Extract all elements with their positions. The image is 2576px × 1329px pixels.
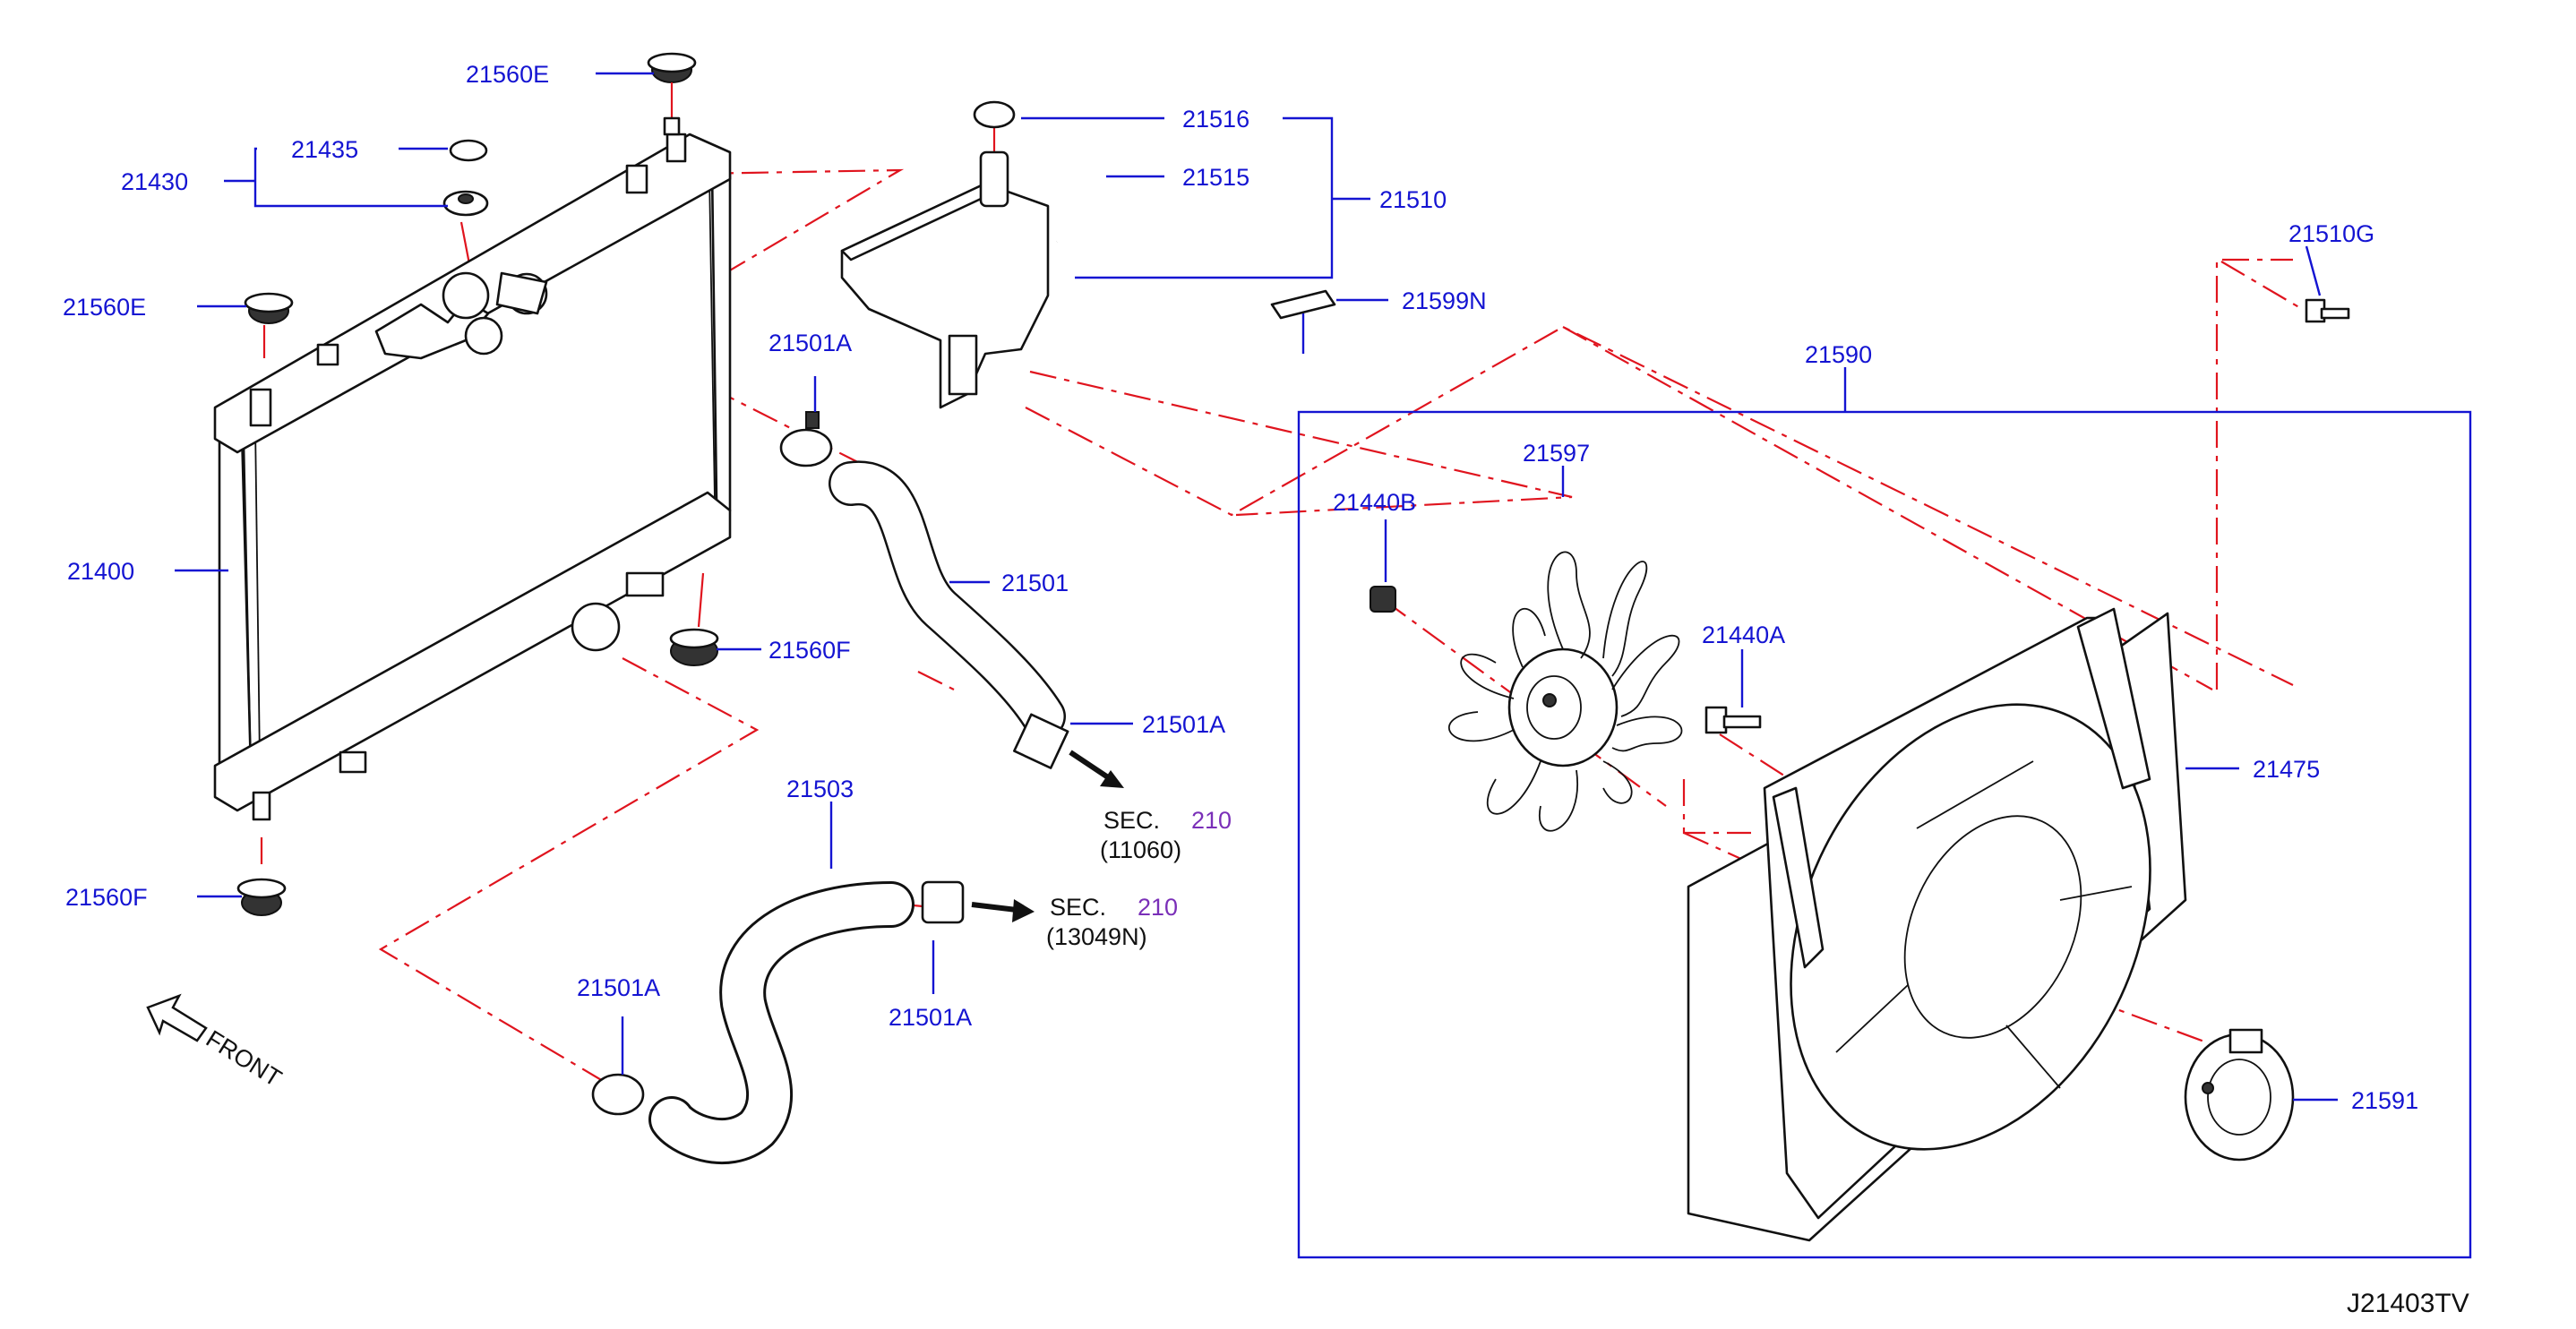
part-label-21560F-bottom: 21560F: [65, 884, 148, 911]
section-ref-prefix-1[interactable]: SEC.: [1103, 807, 1160, 834]
part-label-21597: 21597: [1523, 440, 1590, 467]
section-ref-number-2[interactable]: 210: [1138, 894, 1178, 921]
part-label-21560E-left: 21560E: [63, 294, 146, 321]
part-label-21501A-right: 21501A: [1142, 711, 1225, 738]
front-label: FRONT: [202, 1025, 287, 1093]
part-label-21560F-mid: 21560F: [769, 637, 851, 664]
upper-hose: [829, 460, 1066, 739]
mount-grommet-icon: [244, 292, 294, 324]
cooling-fan: [1448, 551, 1683, 832]
fan-shroud: [1687, 607, 2187, 1242]
part-label-21510: 21510: [1379, 186, 1447, 213]
mount-grommet-icon: [647, 52, 697, 136]
section-ref-code-1: (11060): [1100, 836, 1181, 863]
radiator: [213, 133, 732, 821]
arrow-icon: [1069, 750, 1124, 788]
section-ref-prefix-2[interactable]: SEC.: [1050, 894, 1106, 921]
part-label-21400: 21400: [67, 558, 134, 585]
part-label-21560E-top: 21560E: [466, 61, 549, 88]
part-label-21501A-top: 21501A: [769, 330, 852, 356]
clamp-icon: [779, 411, 833, 467]
part-label-21440A: 21440A: [1702, 622, 1785, 648]
part-label-21516: 21516: [1182, 106, 1249, 133]
part-label-21440B: 21440B: [1333, 489, 1416, 516]
label-plate: [1270, 289, 1336, 320]
part-label-21590: 21590: [1805, 341, 1872, 368]
part-label-21510G: 21510G: [2288, 220, 2374, 247]
clamp-icon: [921, 880, 965, 924]
reservoir-tank: [784, 35, 1102, 409]
mount-grommet-icon: [236, 878, 287, 916]
part-label-21515: 21515: [1182, 164, 1249, 191]
part-label-21501A-center: 21501A: [889, 1004, 972, 1031]
section-ref-code-2: (13049N): [1046, 923, 1147, 950]
part-label-21430: 21430: [121, 168, 188, 195]
radiator-cap: [442, 139, 489, 217]
bolt-icon: [1704, 706, 1762, 734]
bolt-icon: [2305, 298, 2350, 323]
section-ref-number-1[interactable]: 210: [1191, 807, 1232, 834]
fan-motor: [2184, 1028, 2295, 1162]
part-label-21501A-left: 21501A: [577, 974, 660, 1001]
nut-21440B: [1370, 586, 1396, 613]
part-label-21435: 21435: [291, 136, 358, 163]
front-arrow-icon: [146, 993, 208, 1042]
fan-assembly-box: [1297, 410, 2472, 1259]
part-label-21503: 21503: [786, 776, 854, 802]
part-label-21501: 21501: [1001, 570, 1069, 596]
mount-grommet-icon: [669, 628, 719, 666]
part-label-21475: 21475: [2253, 756, 2320, 783]
clamp-icon: [1013, 713, 1069, 769]
lower-hose: [648, 881, 914, 1165]
part-label-21599N: 21599N: [1402, 287, 1487, 314]
part-label-21591: 21591: [2351, 1087, 2418, 1114]
diagram-id: J21403TV: [2347, 1289, 2469, 1318]
arrow-icon: [971, 899, 1035, 922]
clamp-icon: [591, 1073, 645, 1116]
leader-lines: [175, 72, 2338, 1102]
